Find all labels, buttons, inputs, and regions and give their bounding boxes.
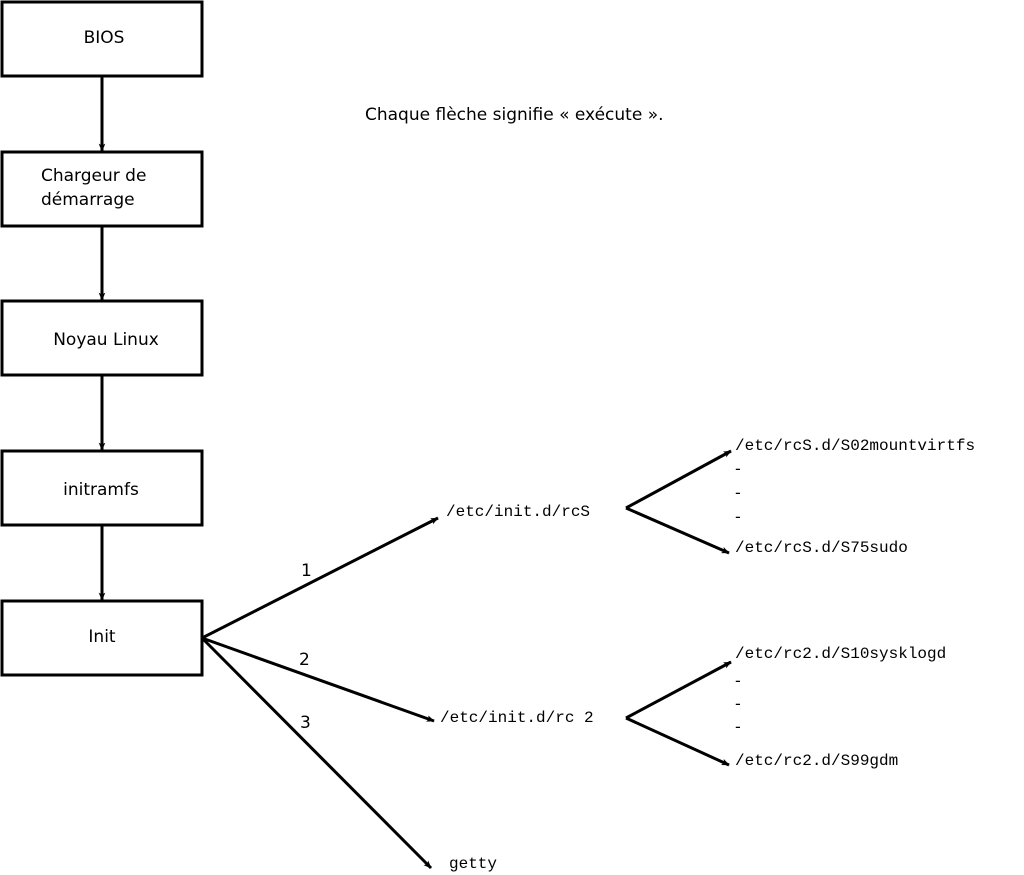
- rc2-script-last: /etc/rc2.d/S99gdm: [735, 752, 898, 770]
- branch-number-2: 2: [299, 650, 310, 670]
- bios-label: BIOS: [84, 28, 125, 48]
- arrow-init-to-rc2: [201, 636, 435, 723]
- init-box: Init: [0, 599, 204, 677]
- bootloader-label-line1: Chargeur de: [41, 166, 146, 186]
- target-rcS: /etc/init.d/rcS: [446, 503, 590, 521]
- legend-note: Chaque flèche signifie « exécute ».: [365, 105, 664, 125]
- bootloader-box: Chargeur de démarrage: [0, 150, 204, 228]
- arrow-rcS-to-last: [625, 506, 730, 555]
- arrow-rc2-to-first: [625, 660, 732, 720]
- rcS-dash-3: -: [735, 507, 741, 526]
- arrow-init-to-rcS: [201, 516, 439, 640]
- target-getty: getty: [449, 855, 497, 873]
- initramfs-label: initramfs: [63, 480, 139, 500]
- bios-box: BIOS: [0, 0, 204, 78]
- rc2-dash-3: -: [735, 717, 741, 736]
- branch-number-3: 3: [300, 713, 311, 733]
- branch-number-1: 1: [301, 561, 312, 581]
- rcS-script-first: /etc/rcS.d/S02mountvirtfs: [735, 437, 975, 455]
- arrow-init-to-getty: [200, 636, 433, 870]
- rcS-script-last: /etc/rcS.d/S75sudo: [735, 539, 908, 557]
- rcS-dash-1: -: [735, 459, 741, 478]
- rc2-dash-2: -: [735, 694, 741, 713]
- bootloader-label-line2: démarrage: [41, 190, 135, 210]
- arrow-rcS-to-first: [625, 449, 732, 510]
- arrow-rc2-to-last: [625, 716, 730, 767]
- kernel-box: Noyau Linux: [0, 299, 204, 377]
- rcS-dash-2: -: [735, 483, 741, 502]
- target-rc2: /etc/init.d/rc 2: [440, 709, 594, 727]
- rc2-script-first: /etc/rc2.d/S10sysklogd: [735, 645, 946, 663]
- rc2-dash-1: -: [735, 671, 741, 690]
- kernel-label: Noyau Linux: [53, 330, 159, 350]
- initramfs-box: initramfs: [0, 449, 204, 527]
- init-label: Init: [88, 627, 116, 647]
